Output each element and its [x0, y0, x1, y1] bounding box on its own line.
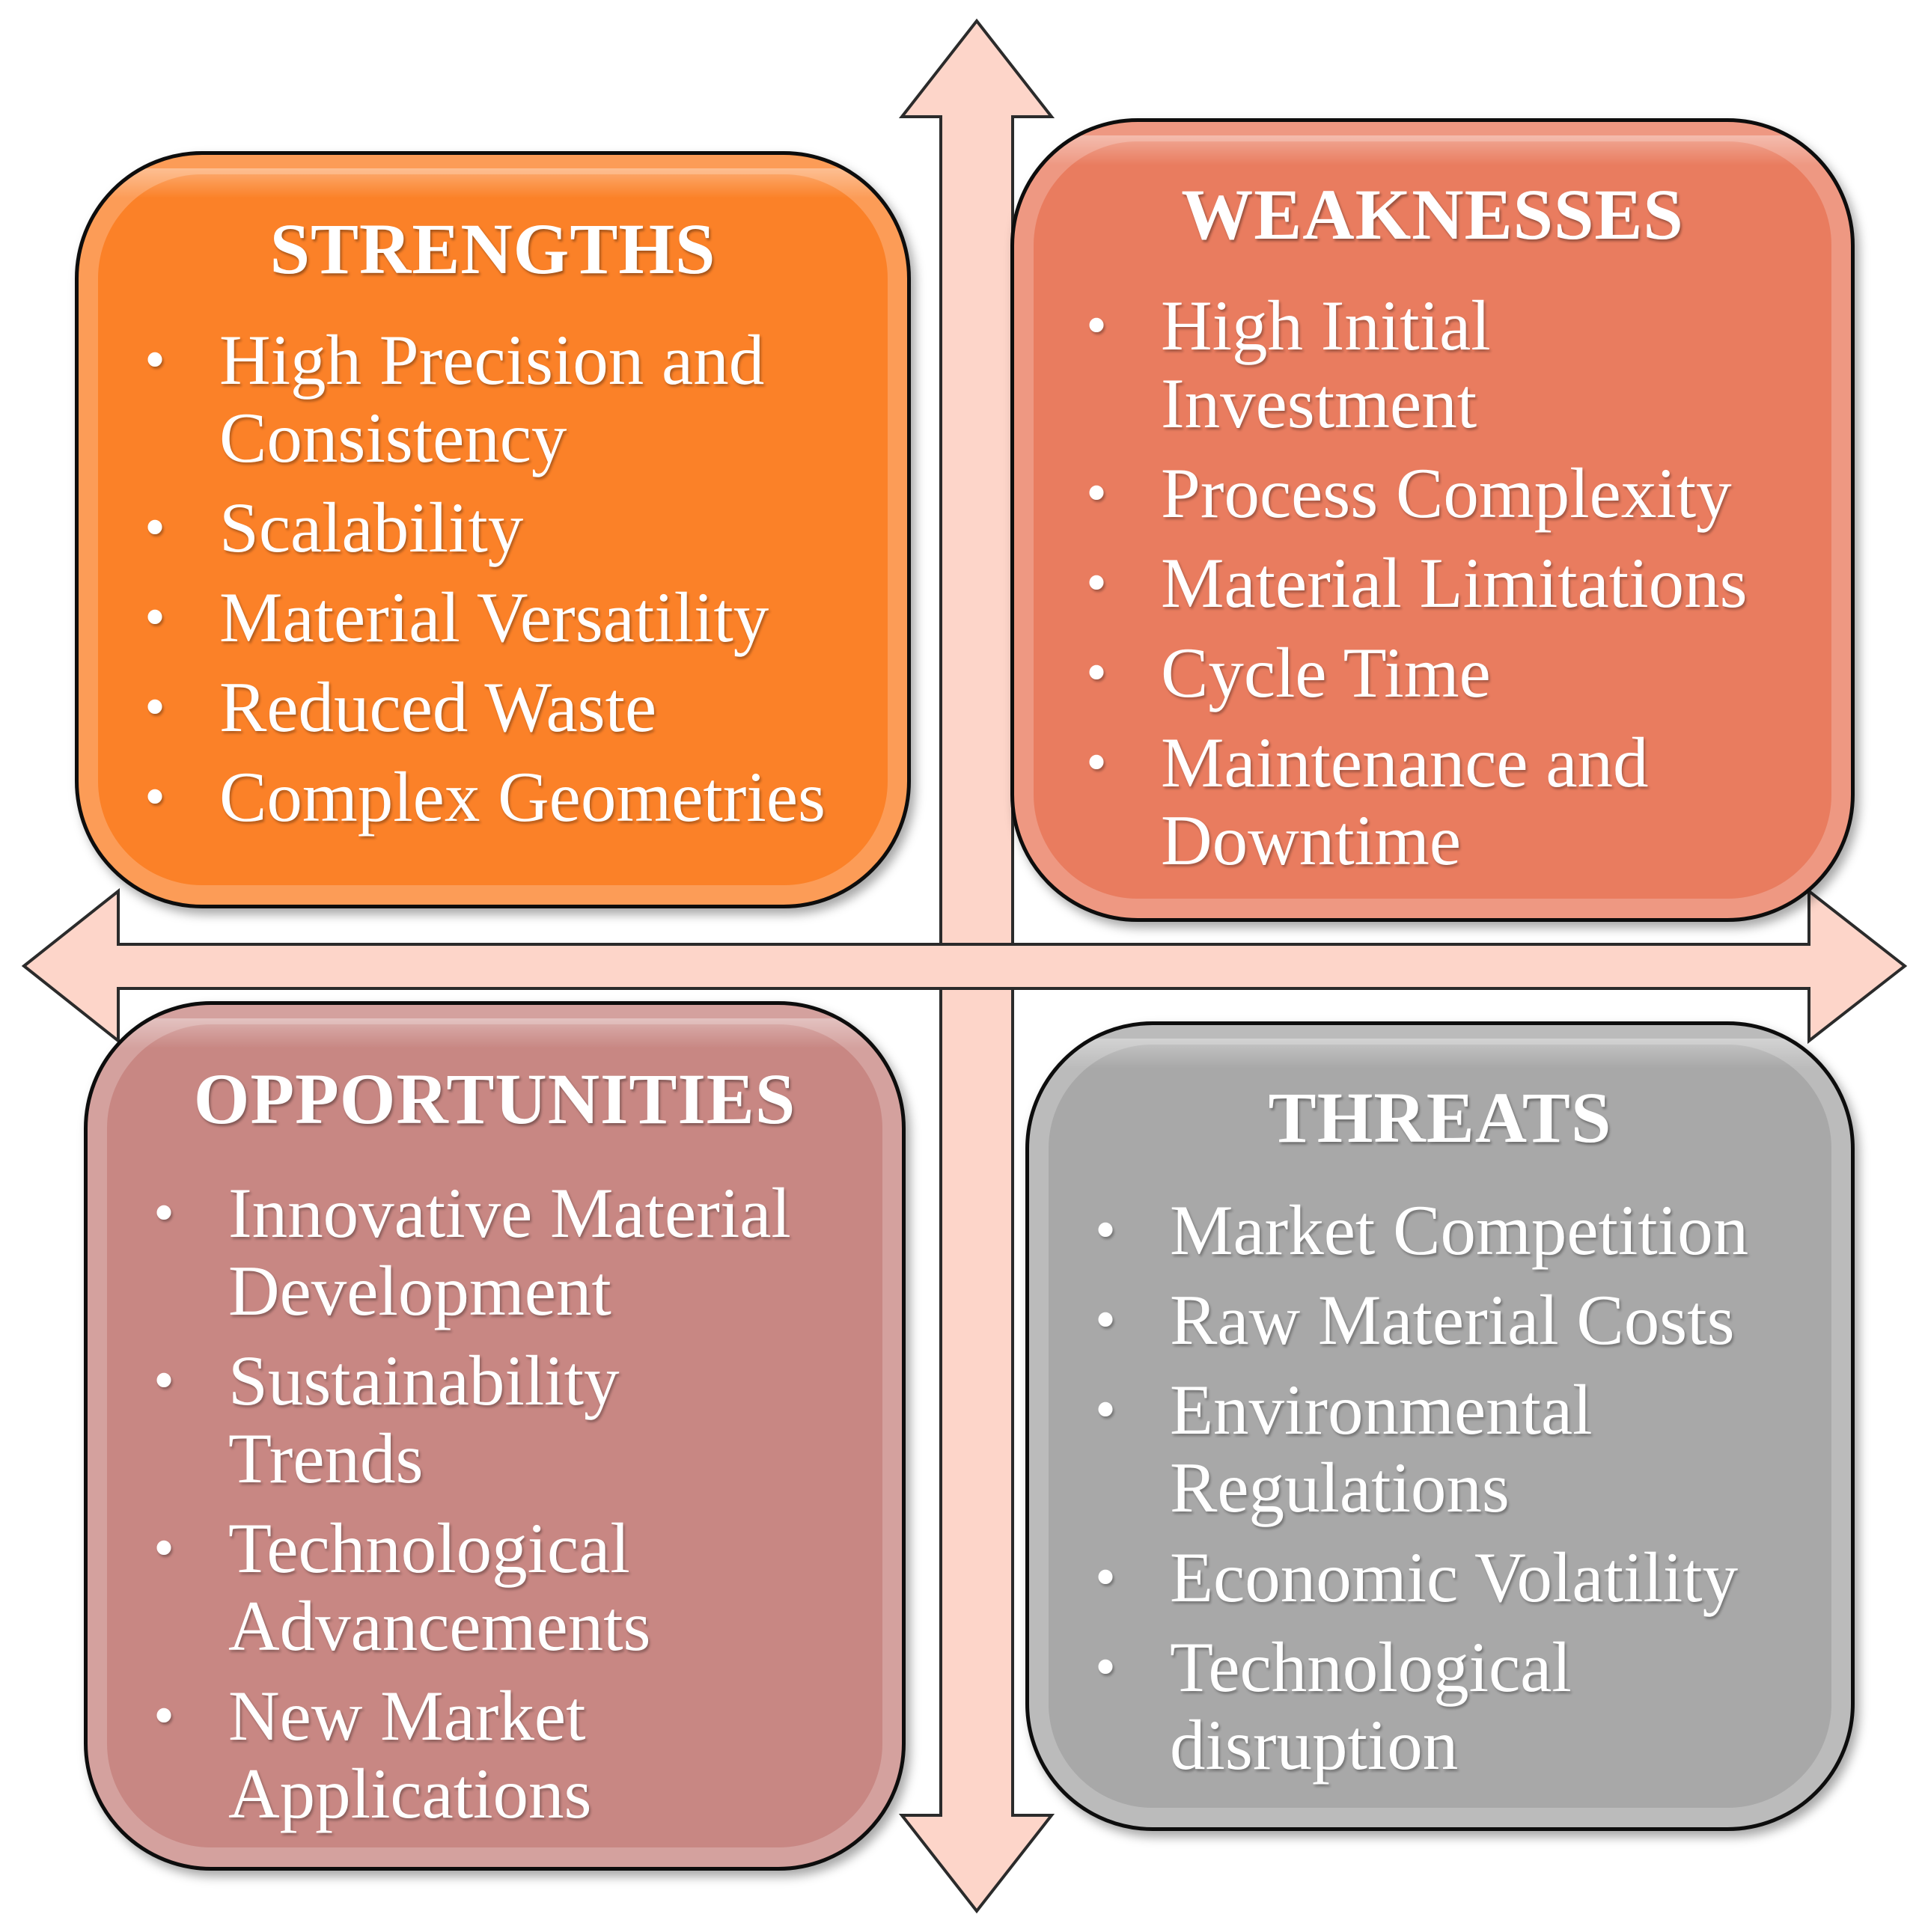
- list-item: • Market Competition: [1089, 1191, 1748, 1269]
- list-item-text: Economic Volatility: [1170, 1538, 1739, 1617]
- list-item-text: New Market: [228, 1676, 586, 1755]
- threats-box: THREATS • Market Competition • Raw Material…: [1025, 1021, 1855, 1831]
- bullet-dot-icon: •: [144, 495, 166, 560]
- list-item-text: Raw Material Costs: [1170, 1280, 1735, 1360]
- bullet-dot-icon: •: [1086, 460, 1108, 526]
- list-item-text: Consistency: [219, 398, 567, 477]
- list-item-text: Material Versatility: [219, 578, 769, 657]
- bullet-dot-icon: •: [1086, 640, 1108, 706]
- bullet-dot-icon: •: [144, 674, 166, 740]
- list-item-text: Market Competition: [1170, 1190, 1749, 1270]
- list-item-text: Complex Geometries: [219, 757, 826, 837]
- list-item-text: Process Complexity: [1161, 453, 1732, 533]
- bullet-dot-icon: •: [1095, 1287, 1117, 1353]
- bullet-dot-icon: •: [1086, 293, 1108, 358]
- list-item-text: Development: [228, 1251, 611, 1330]
- bullet-dot-icon: •: [144, 327, 166, 393]
- list-item: • Complex Geometries: [138, 758, 826, 836]
- bullet-dot-icon: •: [153, 1348, 175, 1413]
- list-item-text: Innovative Material: [228, 1173, 791, 1253]
- list-item: • Economic Volatility: [1089, 1538, 1748, 1616]
- list-item-text: Sustainability: [228, 1341, 620, 1420]
- list-item-text: Maintenance and: [1161, 723, 1649, 802]
- list-item-text: High Precision and: [219, 320, 765, 400]
- bullet-dot-icon: •: [1095, 1544, 1117, 1610]
- list-item: • Cycle Time: [1080, 634, 1748, 712]
- bullet-dot-icon: •: [153, 1683, 175, 1749]
- bullet-dot-icon: •: [1095, 1634, 1117, 1700]
- list-item: • Raw Material Costs: [1089, 1281, 1748, 1359]
- bullet-dot-icon: •: [1086, 730, 1108, 795]
- arrow-crossing-center: [939, 946, 1014, 987]
- bullet-dot-icon: •: [153, 1180, 175, 1246]
- bullet-dot-icon: •: [153, 1515, 175, 1581]
- list-item: • Scalability: [138, 489, 826, 566]
- threats-list: • Market Competition • Raw Material Costs • E…: [1089, 1191, 1748, 1796]
- list-item-text: Environmental: [1170, 1370, 1593, 1449]
- list-item-text: disruption: [1170, 1705, 1459, 1785]
- list-item-text: Regulations: [1170, 1448, 1510, 1527]
- threats-title: THREATS: [1268, 1077, 1612, 1158]
- list-item-text: Technological: [1170, 1627, 1572, 1707]
- list-item: • Reduced Waste: [138, 668, 826, 746]
- bullet-dot-icon: •: [1095, 1197, 1117, 1263]
- list-item-text: Material Limitations: [1161, 543, 1748, 623]
- bullet-dot-icon: •: [144, 584, 166, 650]
- list-item: • Process Complexity: [1080, 454, 1748, 532]
- opportunities-title: OPPORTUNITIES: [193, 1059, 796, 1139]
- list-item: • Material Versatility: [138, 578, 826, 656]
- list-item-text: Applications: [228, 1754, 592, 1833]
- list-item-text: Downtime: [1161, 801, 1462, 880]
- bullet-dot-icon: •: [1095, 1377, 1117, 1443]
- bullet-dot-icon: •: [1086, 550, 1108, 616]
- list-item-text: Trends: [228, 1419, 424, 1498]
- list-item-text: Advancements: [228, 1586, 651, 1666]
- list-item-text: Cycle Time: [1161, 633, 1491, 712]
- bullet-dot-icon: •: [144, 764, 166, 830]
- list-item-text: Technological: [228, 1508, 630, 1588]
- strengths-title: STRENGTHS: [269, 209, 716, 289]
- list-item-text: Reduced Waste: [219, 667, 657, 747]
- weaknesses-title: WEAKNESSES: [1181, 174, 1684, 254]
- list-item: • Material Limitations: [1080, 544, 1748, 622]
- list-item-text: Scalability: [219, 488, 524, 567]
- list-item-text: High Initial: [1161, 286, 1491, 365]
- list-item-text: Investment: [1161, 364, 1477, 443]
